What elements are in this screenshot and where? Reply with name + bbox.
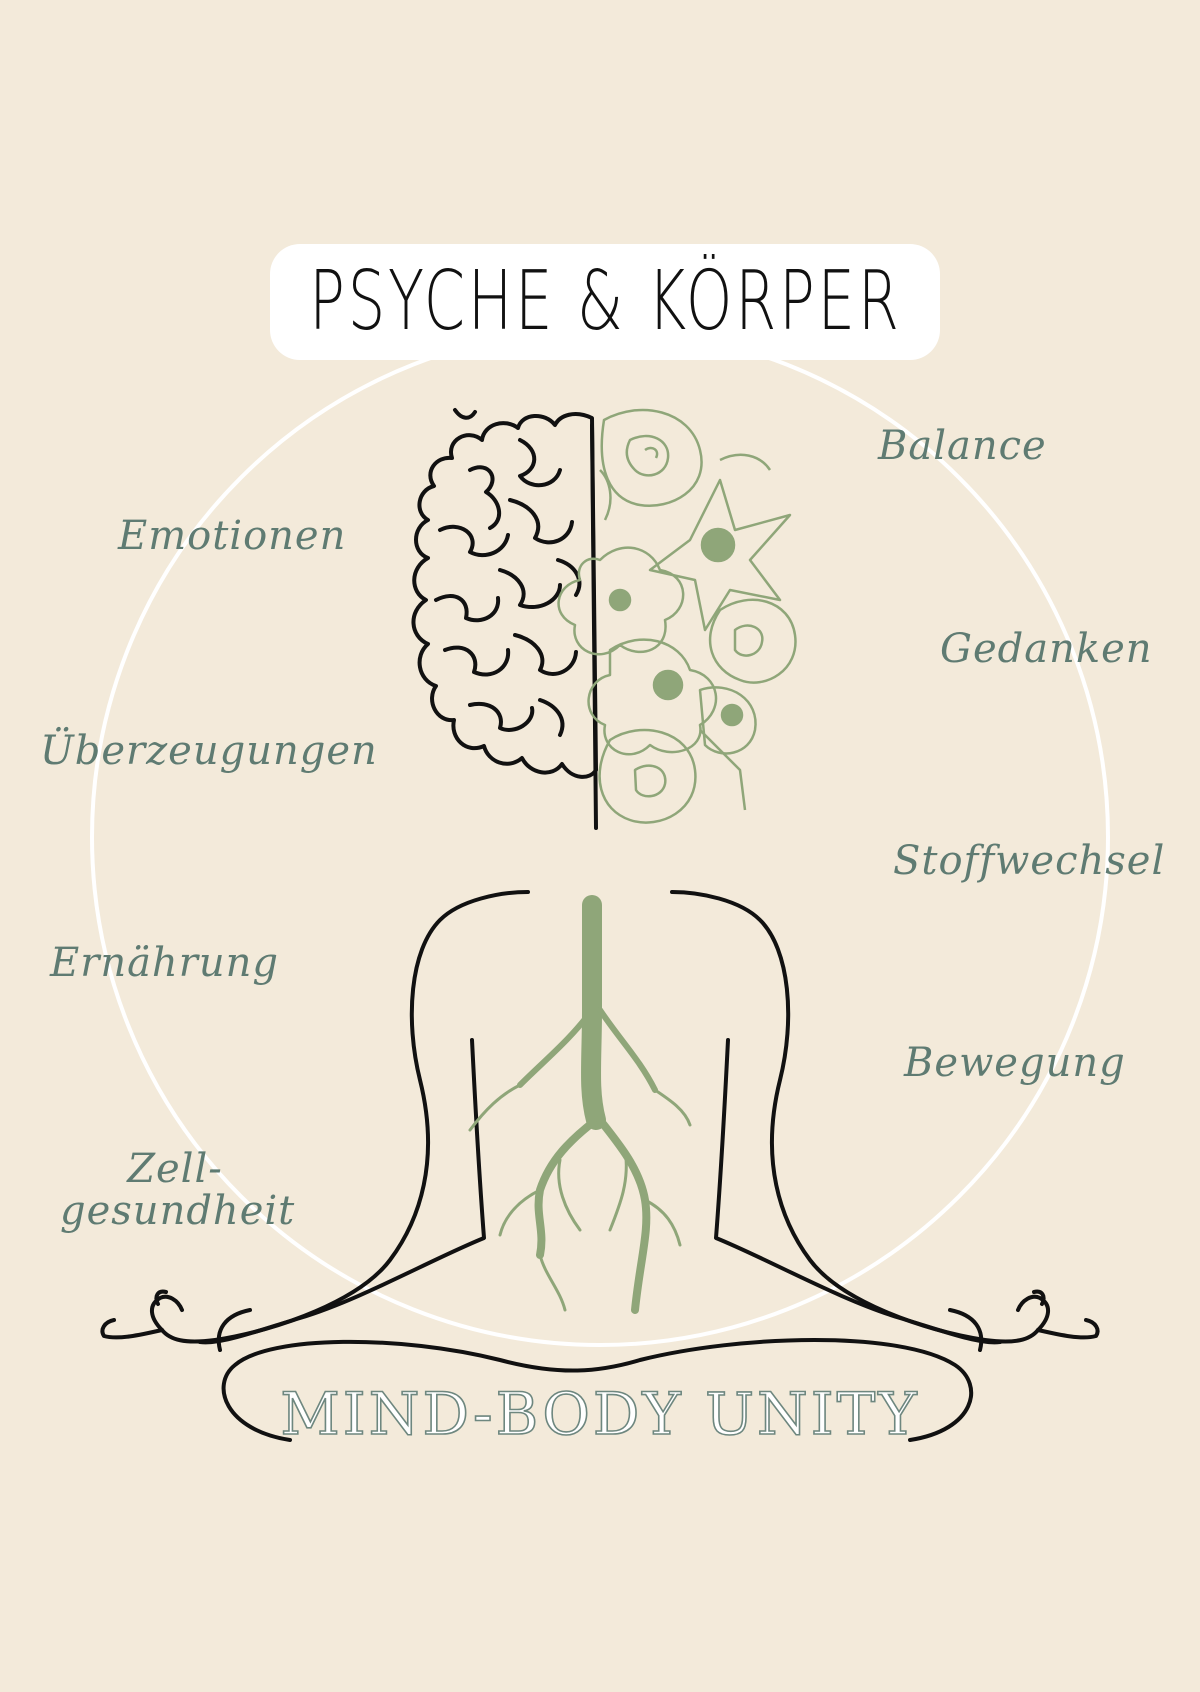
label-ueberzeugungen: Überzeugungen [40,728,378,774]
brain-half-icon [411,408,598,830]
label-stoffwechsel: Stoffwechsel [893,838,1166,884]
flower-half-icon [557,408,797,824]
tree-root-spine-icon [468,895,692,1314]
footer-tagline: MIND-BODY UNITY [280,1380,920,1448]
title-box: PSYCHE & KÖRPER [270,244,940,360]
label-ernaehrung: Ernährung [50,940,279,986]
page-title: PSYCHE & KÖRPER [308,254,902,349]
label-zellgesundheit-line2: gesundheit [60,1188,296,1234]
label-bewegung: Bewegung [904,1040,1126,1086]
label-zellgesundheit-line1: Zell- [127,1146,223,1192]
label-balance: Balance [878,423,1047,469]
label-zellgesundheit: Zell- gesundheit [60,1146,296,1234]
label-emotionen: Emotionen [118,513,347,559]
label-gedanken: Gedanken [940,626,1153,672]
